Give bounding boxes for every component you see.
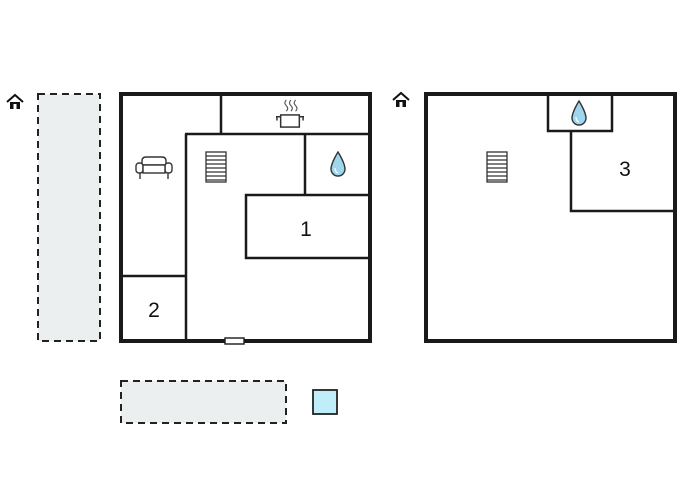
room-3-label: 3	[619, 158, 631, 181]
entrance-icon	[6, 94, 24, 110]
outdoor-area-dashed-horizontal	[120, 380, 287, 424]
pool-square	[312, 389, 338, 415]
upper-floor-outer-wall	[424, 92, 677, 343]
sofa-icon	[135, 156, 173, 180]
room-2-label: 2	[148, 299, 160, 322]
ground-floor-plan: 1 2	[119, 92, 372, 345]
stove-pot-icon	[276, 99, 304, 128]
water-drop-icon	[330, 151, 346, 177]
outdoor-area-dashed-vertical	[37, 93, 101, 342]
stairs-icon	[205, 151, 227, 183]
ground-floor-outer-wall	[119, 92, 372, 343]
door-opening	[224, 337, 245, 345]
entrance-icon	[392, 92, 410, 108]
room-3-walls	[569, 131, 675, 213]
room-1-label: 1	[300, 218, 312, 241]
stairs-icon	[486, 151, 508, 183]
upper-floor-plan: 3	[424, 92, 677, 343]
